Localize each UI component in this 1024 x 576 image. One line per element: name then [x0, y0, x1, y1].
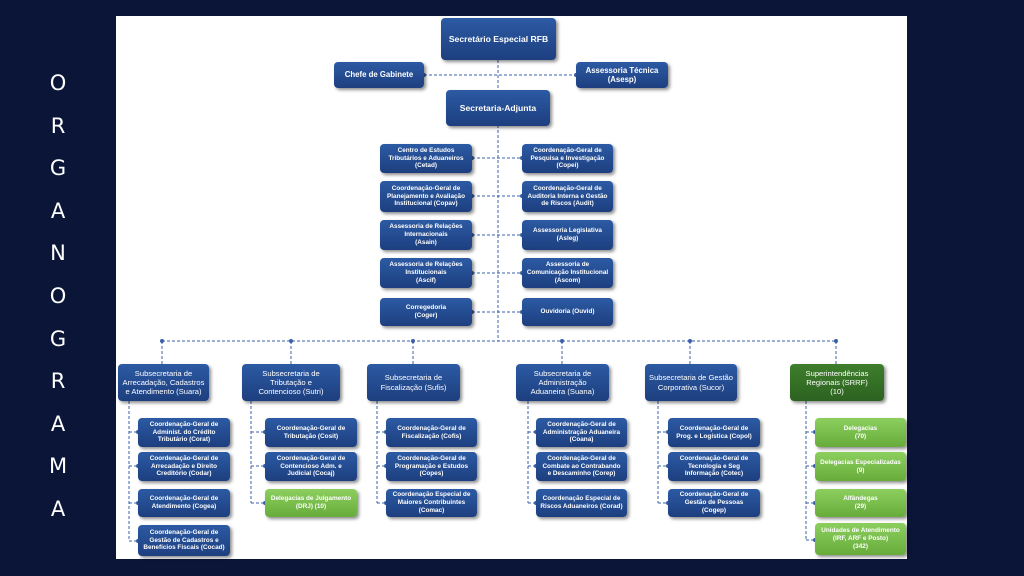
box-asain: Assessoria de Relações Internacionais (A…	[380, 220, 472, 250]
box-comac: Coordenação Especial de Maiores Contribu…	[386, 489, 477, 517]
box-sucor: Subsecretaria de Gestão Corporativa (Suc…	[645, 364, 737, 401]
box-ascif: Assessoria de Relações Institucionais (A…	[380, 258, 472, 288]
box-copes: Coordenação-Geral de Programação e Estud…	[386, 452, 477, 481]
box-cocaj: Coordenação-Geral de Contencioso Adm. e …	[265, 452, 357, 481]
box-suana: Subsecretaria de Administração Aduaneira…	[516, 364, 609, 401]
box-cogea: Coordenação-Geral de Atendimento (Cogea)	[138, 489, 230, 517]
box-asleg: Assessoria Legislativa (Asleg)	[522, 220, 613, 250]
box-suara: Subsecretaria de Arrecadação, Cadastros …	[118, 364, 209, 401]
box-cosit: Coordenação-Geral de Tributação (Cosit)	[265, 418, 357, 447]
side-letter: G	[49, 326, 67, 351]
box-cofis: Coordenação-Geral de Fiscalização (Cofis…	[386, 418, 477, 447]
box-delegacias: Delegacias (70)	[815, 418, 906, 447]
box-audit: Coordenação-Geral de Auditoria Interna e…	[522, 181, 613, 212]
box-sufis: Subsecretaria de Fiscalização (Sufis)	[367, 364, 460, 401]
box-alfandegas: Alfândegas (29)	[815, 489, 906, 517]
box-secretario-especial: Secretário Especial RFB	[441, 18, 556, 60]
box-ouvid: Ouvidoria (Ouvid)	[522, 298, 613, 326]
box-cotec: Coordenação-Geral de Tecnologia e Seg In…	[668, 452, 760, 481]
side-letter: O	[49, 283, 67, 308]
box-copol: Coordenação-Geral de Prog. e Logística (…	[668, 418, 760, 447]
box-secretaria-adjunta: Secretaria-Adjunta	[446, 90, 550, 126]
box-chefe-gabinete: Chefe de Gabinete	[334, 62, 424, 88]
box-delegacias-especializadas: Delegacias Especializadas (9)	[815, 452, 906, 481]
side-title: O R G A N O G R A M A	[46, 62, 70, 531]
box-srrf: Superintendências Regionais (SRRF) (10)	[790, 364, 884, 401]
box-assessoria-tecnica: Assessoria Técnica (Asesp)	[576, 62, 668, 88]
side-letter: R	[50, 113, 66, 138]
box-copav: Coordenação-Geral de Planejamento e Aval…	[380, 181, 472, 212]
box-corad: Coordenação Especial de Riscos Aduaneiro…	[536, 489, 627, 517]
box-cocad: Coordenação-Geral de Gestão de Cadastros…	[138, 525, 230, 556]
box-cogep: Coordenação-Geral de Gestão de Pessoas (…	[668, 489, 760, 517]
box-copei: Coordenação-Geral de Pesquisa e Investig…	[522, 144, 613, 173]
side-letter: O	[49, 71, 67, 95]
side-letter: M	[48, 454, 68, 479]
box-unidades-atendimento: Unidades de Atendimento (IRF, ARF e Post…	[815, 523, 906, 555]
box-corat: Coordenação-Geral de Administ. do Crédit…	[138, 418, 230, 447]
box-sutri: Subsecretaria de Tributação e Contencios…	[242, 364, 340, 401]
side-letter: A	[50, 411, 66, 436]
side-letter: R	[50, 369, 66, 394]
box-coana: Coordenação-Geral de Administração Aduan…	[536, 418, 627, 447]
box-codar: Coordenação-Geral de Arrecadação e Direi…	[138, 452, 230, 481]
side-letter: G	[49, 156, 67, 181]
box-corep: Coordenação-Geral de Combate ao Contraba…	[536, 452, 627, 481]
side-letter: A	[50, 496, 66, 521]
side-letter: N	[50, 241, 66, 266]
box-ascom: Assessoria de Comunicação Institucional …	[522, 258, 613, 288]
side-letter: A	[50, 198, 66, 223]
box-coger: Corregedoria (Coger)	[380, 298, 472, 326]
box-cetad: Centro de Estudos Tributários e Aduaneir…	[380, 144, 472, 173]
box-drj: Delegacias de Julgamento (DRJ) (10)	[265, 489, 357, 517]
